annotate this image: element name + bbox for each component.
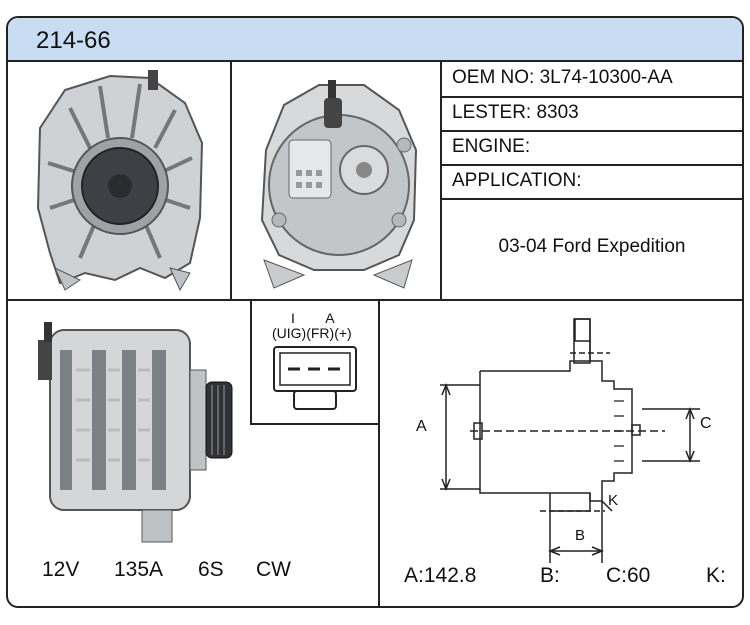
drawing-label-a: A — [416, 418, 427, 435]
drawing-label-c: C — [700, 415, 712, 432]
lester-number: LESTER: 8303 — [452, 102, 579, 123]
connector-pin-labels: (UIG)(FR)(+) — [272, 325, 352, 341]
alternator-side-view — [38, 322, 233, 543]
dimension-a: A:142.8 — [404, 564, 477, 587]
dimension-k: K: — [706, 564, 726, 587]
drawing-label-k: K — [608, 492, 619, 509]
divider-spec-1 — [440, 96, 742, 98]
rating-rotation: CW — [256, 558, 291, 581]
dimension-drawing — [440, 318, 700, 563]
title-bar: 214-66 — [8, 18, 742, 62]
divider-v1 — [230, 62, 232, 300]
application-value: 03-04 Ford Expedition — [498, 236, 686, 257]
connector-pin-letters: I A — [291, 310, 335, 326]
connector-plug-icon — [273, 346, 357, 410]
divider-spec-3 — [440, 164, 742, 166]
engine-label: ENGINE: — [452, 136, 531, 157]
drawing-label-b: B — [575, 527, 586, 544]
application-label: APPLICATION: — [452, 170, 582, 191]
divider-spec-4 — [440, 198, 742, 200]
divider-h-main — [8, 299, 742, 301]
connector-box-bottom — [250, 423, 380, 425]
alternator-rear-view — [260, 80, 418, 289]
connector-box-left — [250, 299, 252, 425]
oem-number: OEM NO: 3L74-10300-AA — [452, 67, 673, 88]
spec-sheet: 214-66 OEM NO: 3L74-10300-AA LESTER: 830… — [6, 16, 744, 608]
dimension-c: C:60 — [606, 564, 651, 587]
dimension-b: B: — [540, 564, 560, 587]
divider-v2 — [440, 62, 442, 300]
divider-spec-2 — [440, 130, 742, 132]
rating-pulley: 6S — [198, 558, 224, 581]
alternator-front-view — [36, 70, 204, 292]
divider-v3 — [378, 299, 380, 606]
rating-amperage: 135A — [114, 558, 164, 581]
part-number: 214-66 — [36, 27, 111, 54]
rating-voltage: 12V — [42, 558, 80, 581]
